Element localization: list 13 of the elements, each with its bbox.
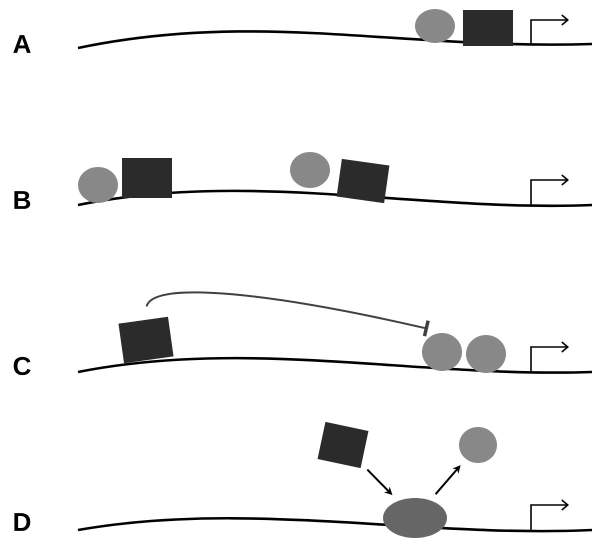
protein-circle bbox=[290, 152, 330, 188]
panel-letter: D bbox=[14, 513, 30, 531]
protein-circle bbox=[466, 335, 506, 373]
protein-circle bbox=[415, 9, 455, 43]
protein-circle bbox=[78, 167, 118, 203]
panel-letter: C bbox=[14, 356, 31, 376]
protein-ellipse bbox=[383, 498, 447, 538]
panel-letter: A bbox=[13, 35, 31, 53]
panel-letter: B bbox=[14, 191, 30, 209]
protein-square bbox=[463, 10, 513, 46]
protein-square bbox=[122, 158, 172, 198]
protein-circle bbox=[459, 427, 497, 463]
protein-circle bbox=[422, 333, 462, 371]
